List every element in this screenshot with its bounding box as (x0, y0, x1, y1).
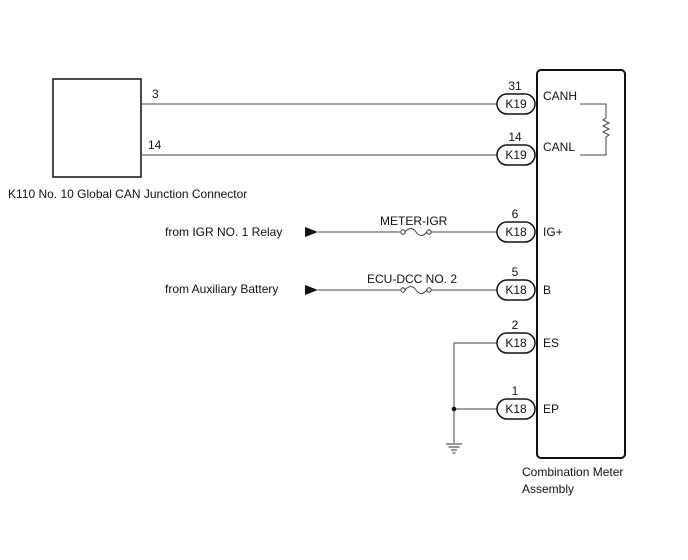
junction-connector-box (52, 78, 142, 178)
pin-number: 6 (512, 207, 519, 221)
junction-pin-can-low: 14 (148, 138, 162, 152)
junction-connector-label: K110 No. 10 Global CAN Junction Connecto… (8, 187, 247, 201)
connector-capsule (496, 332, 536, 354)
arrow-right-icon (305, 227, 318, 237)
es-ground-wire (453, 342, 497, 443)
meter-label-line2: Assembly (522, 482, 574, 496)
pin-number: 2 (512, 318, 519, 332)
terminal-name: EP (543, 402, 559, 416)
fuse-label-ecu-dcc: ECU-DCC NO. 2 (367, 272, 457, 286)
pin-number: 31 (508, 79, 522, 93)
fuse-icon (400, 286, 432, 294)
source-aux-battery: from Auxiliary Battery (165, 282, 278, 296)
ground-icon (446, 443, 462, 454)
connector-pin-5-b: K18 5B (496, 265, 551, 301)
combination-meter-box (536, 69, 626, 459)
junction-pin-can-high: 3 (152, 87, 159, 101)
arrow-right-icon (305, 285, 318, 295)
connector-capsule (496, 398, 536, 420)
connector-code: K18 (505, 402, 527, 416)
connector-pin-2-es: K18 2ES (496, 318, 559, 354)
connector-code: K19 (505, 97, 527, 111)
pin-number: 1 (512, 384, 519, 398)
connector-code: K18 (505, 225, 527, 239)
ground-junction-dot (451, 406, 457, 412)
fuse-label-meter-igr: METER-IGR (380, 214, 448, 228)
resistor-icon (580, 103, 611, 156)
terminal-name: B (543, 283, 551, 297)
connector-capsule (496, 144, 536, 166)
terminal-name: IG+ (543, 225, 563, 239)
connector-pin-6-ig-plus: K18 6IG+ (496, 207, 563, 243)
connector-pin-1-ep: K18 1EP (496, 384, 559, 420)
connector-capsule (496, 93, 536, 115)
terminal-name: CANH (543, 89, 577, 103)
pin-number: 5 (512, 265, 519, 279)
fuse-icon (400, 228, 432, 236)
connector-capsule (496, 221, 536, 243)
pin-number: 14 (508, 130, 522, 144)
terminal-name: CANL (543, 140, 575, 154)
connector-code: K18 (505, 336, 527, 350)
terminal-name: ES (543, 336, 559, 350)
connector-code: K19 (505, 148, 527, 162)
connector-code: K18 (505, 283, 527, 297)
connector-capsule (496, 279, 536, 301)
source-ig-relay: from IGR NO. 1 Relay (165, 225, 282, 239)
meter-label-line1: Combination Meter (522, 465, 623, 479)
